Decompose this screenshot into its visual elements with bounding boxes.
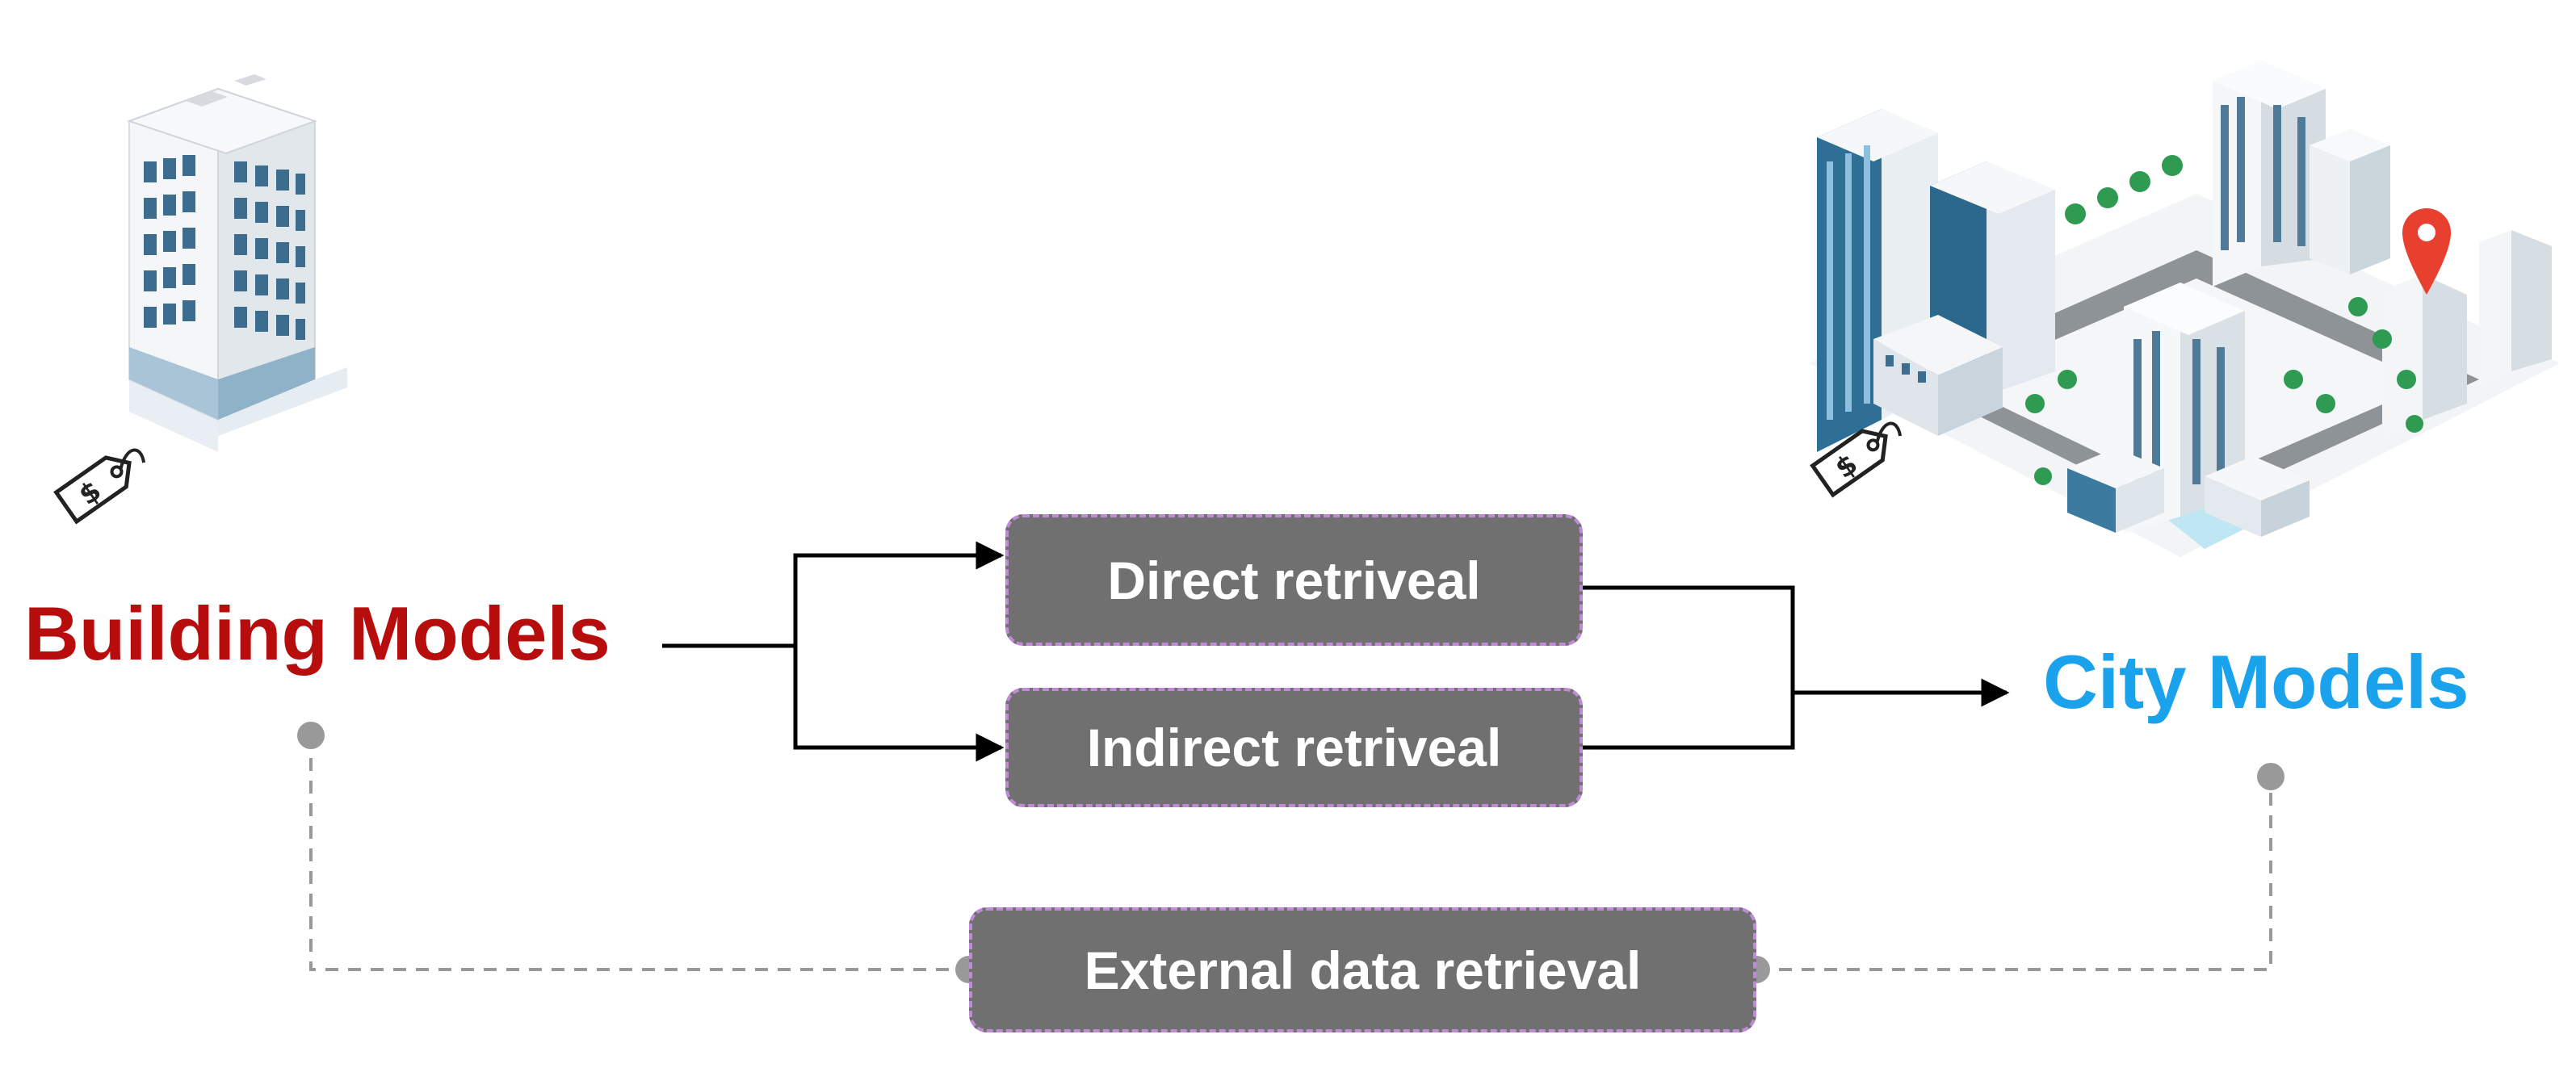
merge-connector [1583,585,1795,750]
link-dot-building [297,722,325,749]
direct-retrieval-box: Direct retriveal [1005,514,1583,646]
external-link-left [309,735,969,971]
building-models-label: Building Models [24,591,610,676]
external-link-right [1756,777,2272,971]
split-connector-lower [793,646,1005,762]
link-dot-city [2257,763,2284,790]
direct-retrieval-label: Direct retriveal [1107,550,1481,610]
external-retrieval-box: External data retrieval [969,907,1756,1032]
split-connector [662,541,1005,648]
indirect-retrieval-label: Indirect retriveal [1086,718,1502,777]
external-retrieval-label: External data retrieval [1084,940,1642,1000]
city-models-label: City Models [2043,639,2469,724]
indirect-retrieval-box: Indirect retriveal [1005,688,1583,807]
